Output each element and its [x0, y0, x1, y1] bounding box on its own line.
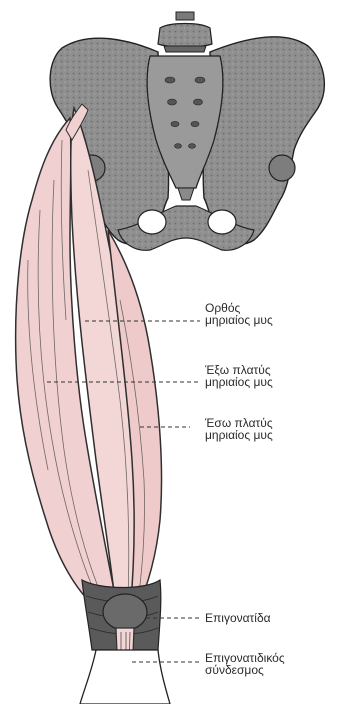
label-patellar-ligament-line2: σύνδεσμος — [205, 664, 285, 676]
label-vastus-lateralis: Έξω πλατύς μηριαίος μυς — [205, 364, 273, 388]
label-vastus-medialis-line2: μηριαίος μυς — [205, 429, 273, 441]
label-vastus-lateralis-line2: μηριαίος μυς — [205, 376, 273, 388]
label-patella: Επιγονατίδα — [205, 612, 271, 624]
label-vastus-medialis: Έσω πλατύς μηριαίος μυς — [205, 417, 273, 441]
label-rectus-femoris: Ορθός μηριαίος μυς — [205, 302, 273, 326]
label-patella-line1: Επιγονατίδα — [205, 612, 271, 624]
patella-shape — [103, 594, 147, 630]
spine — [158, 12, 212, 52]
knee-region — [80, 580, 170, 704]
label-patellar-ligament: Επιγονατιδικός σύνδεσμος — [205, 652, 285, 676]
label-rectus-femoris-line2: μηριαίος μυς — [205, 314, 273, 326]
